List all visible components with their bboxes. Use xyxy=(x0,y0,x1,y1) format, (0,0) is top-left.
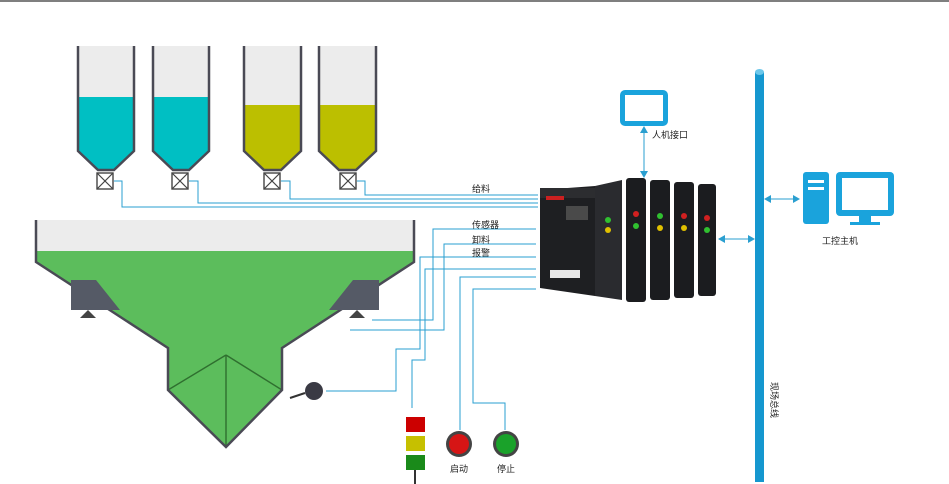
silo-4-cone xyxy=(319,151,376,170)
silo-3-valve-icon xyxy=(263,172,281,190)
start-button[interactable] xyxy=(446,431,472,457)
silo-3-cone xyxy=(244,151,301,170)
feed-lines xyxy=(114,180,538,208)
silo-4-valve-icon xyxy=(339,172,357,190)
silo-4-material-fill xyxy=(319,105,376,151)
silo-3-outline xyxy=(242,46,303,172)
bus-ipc-arrow-right xyxy=(793,195,800,203)
silo-1-outline xyxy=(76,46,136,172)
alarm-label: 报警 xyxy=(472,247,490,259)
silo-1-cone xyxy=(78,151,134,170)
signal-lines xyxy=(326,228,536,430)
hmi-arrow-down xyxy=(640,171,648,178)
load-cell-bracket-right xyxy=(329,280,379,310)
fieldbus xyxy=(755,69,764,482)
silo-4-outline xyxy=(317,46,378,172)
controller-bus-arrow-left xyxy=(718,235,725,243)
weighing-hopper xyxy=(34,220,416,449)
stack-light-icon xyxy=(406,417,425,484)
silo-2-outline xyxy=(151,46,211,172)
discharge-actuator-icon xyxy=(289,382,323,400)
controller-bus-arrow-right xyxy=(748,235,755,243)
ipc-computer-icon xyxy=(803,172,894,225)
stop-button-label: 停止 xyxy=(497,463,515,475)
load-cell-right xyxy=(349,310,365,318)
hopper-gate-line-left xyxy=(167,354,227,391)
hmi-arrow-up xyxy=(640,126,648,133)
hopper-empty-section xyxy=(36,220,414,251)
plc-controller-icon xyxy=(540,178,716,302)
silo-2-cone xyxy=(153,151,209,170)
silo-3 xyxy=(242,46,303,190)
silo-1-material-fill xyxy=(78,97,134,151)
hopper-gate-line-right xyxy=(225,354,283,391)
fieldbus-label: 现场总线 xyxy=(768,382,780,418)
silo-4 xyxy=(317,46,378,190)
silo-1 xyxy=(76,46,136,190)
silo-2 xyxy=(151,46,211,190)
silo-1-valve-icon xyxy=(96,172,114,190)
stop-button[interactable] xyxy=(493,431,519,457)
feed-label: 给料 xyxy=(472,183,490,195)
silo-2-valve-icon xyxy=(171,172,189,190)
silo-3-material-fill xyxy=(244,105,301,151)
ipc-label: 工控主机 xyxy=(822,235,858,247)
bus-ipc-arrow-left xyxy=(764,195,771,203)
load-cell-left xyxy=(80,310,96,318)
sensor-label: 传感器 xyxy=(472,219,499,231)
load-cell-bracket-left xyxy=(71,280,120,310)
hmi-monitor-icon xyxy=(620,90,668,126)
start-button-label: 启动 xyxy=(450,463,468,475)
hopper-material-fill xyxy=(36,251,414,447)
silo-2-material-fill xyxy=(153,97,209,151)
discharge-label: 卸料 xyxy=(472,234,490,246)
hmi-label: 人机接口 xyxy=(652,129,688,141)
